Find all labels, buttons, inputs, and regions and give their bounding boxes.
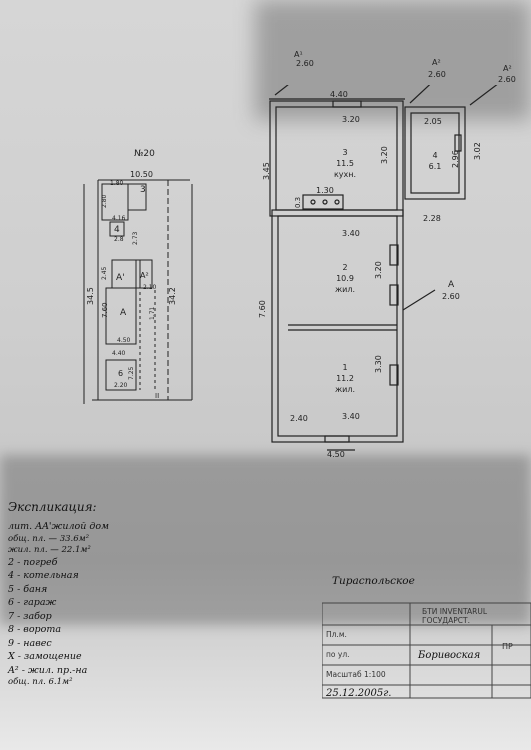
- stamp-row1-label: Пл.м.: [326, 630, 347, 639]
- dim-top: 4.40: [330, 90, 348, 99]
- room-2-kind: жил.: [334, 285, 356, 294]
- stamp-date: 25.12.2005г.: [326, 688, 392, 699]
- site-roman-mark: II: [155, 392, 160, 400]
- dim-kitchen-h: 3.20: [380, 146, 389, 164]
- room-1-number: 1: [342, 363, 348, 372]
- callout-a2b-value: 2.60: [498, 75, 516, 84]
- dim-left: 7.60: [258, 300, 267, 318]
- legend-heading: Экспликация:: [8, 500, 97, 514]
- site-dim-3: 2.73: [132, 231, 139, 245]
- site-dim-5: 7.60: [101, 302, 109, 318]
- callout-a-value: 2.60: [442, 292, 460, 301]
- site-dim-left: 34.5: [86, 287, 95, 305]
- legend-line: 8 - ворота: [8, 624, 62, 635]
- stamp-side-label: ПР: [502, 642, 513, 651]
- site-dim-0: 1.80: [110, 180, 124, 187]
- legend-line: общ. пл. — 33.6м²: [8, 533, 90, 544]
- dim-left-upper: 3.45: [262, 162, 271, 180]
- site-dim-right: 34.2: [168, 287, 177, 305]
- callout-a2-name: A²: [432, 58, 441, 67]
- room-3-number: 3: [342, 148, 348, 157]
- dim-annex-outer: 3.02: [473, 142, 482, 160]
- legend-line: лит. AA'жилой дом: [8, 521, 109, 532]
- site-dim-10: 1.71: [149, 306, 156, 320]
- dim-room1-w: 3.40: [342, 412, 360, 421]
- site-dim-7: 4.40: [112, 350, 126, 357]
- callout-a1-value: 2.60: [296, 59, 314, 68]
- room-2: 2 10.9 жил.: [320, 262, 370, 295]
- site-plan-number: №20: [134, 149, 155, 159]
- room-3-kind: кухн.: [333, 170, 357, 179]
- legend-line: 7 - забор: [8, 610, 52, 622]
- legend-line: 2 - погреб: [8, 556, 58, 568]
- title-block-stamp: Тираспольское БТИ INVENTARUL ГОСУДАРСТ. …: [322, 575, 531, 702]
- site-dim-6: 4.50: [117, 337, 131, 344]
- callout-a2-value: 2.60: [428, 70, 446, 79]
- site-dim-1: 2.80: [101, 194, 108, 208]
- legend-line: 6 - гараж: [8, 597, 57, 608]
- dim-room2-w: 3.40: [342, 229, 360, 238]
- legend-line: 5 - баня: [8, 583, 48, 595]
- dim-room1-left: 2.40: [290, 414, 308, 423]
- room-3: 3 11.5 кухн.: [325, 147, 365, 180]
- dim-stove-w: 1.30: [316, 186, 334, 195]
- room-4: 4 6.1: [415, 150, 455, 172]
- site-label-6: 6: [118, 369, 123, 378]
- room-1-kind: жил.: [334, 385, 356, 394]
- callout-a-name: A: [448, 280, 455, 290]
- dim-bottom: 4.50: [327, 450, 345, 459]
- site-box-code-1: 2.8: [114, 236, 124, 243]
- dim-annex-bottom: 2.28: [423, 214, 441, 223]
- dim-room2-h: 3.20: [374, 261, 383, 279]
- site-box-code-2: 2.20: [114, 382, 128, 389]
- room-1: 1 11.2 жил.: [320, 362, 370, 395]
- site-dim-2: 4.16: [112, 215, 126, 222]
- room-4-area: 6.1: [428, 162, 442, 171]
- explication-legend: Экспликация: лит. AA'жилой дом общ. пл. …: [8, 500, 208, 688]
- stamp-frame: [322, 602, 531, 699]
- legend-line: 9 - навес: [8, 637, 52, 649]
- stamp-org-line2: БТИ INVENTARUL: [422, 607, 488, 616]
- site-label-3: 3: [140, 185, 146, 195]
- site-plan-drawing: 3 4 A' A² A 6: [83, 179, 193, 404]
- site-dim-4: 2.45: [101, 266, 108, 280]
- dim-annex-w: 2.05: [424, 117, 442, 126]
- dim-room1-h: 3.30: [374, 355, 383, 373]
- callout-a2b-name: A²: [503, 64, 512, 73]
- site-label-a2: A²: [140, 271, 149, 280]
- legend-line: общ. пл. 6.1м²: [8, 677, 73, 687]
- room-3-area: 11.5: [336, 159, 354, 168]
- site-label-a1: A': [116, 273, 125, 283]
- site-dim-9: 7.25: [128, 366, 135, 380]
- room-4-number: 4: [432, 151, 438, 160]
- room-1-area: 11.2: [336, 374, 354, 383]
- dim-stove-h: 0.3: [294, 196, 302, 208]
- room-2-number: 2: [342, 263, 348, 272]
- stamp-row2-label: по ул.: [326, 650, 350, 659]
- site-label-a: A: [120, 308, 127, 318]
- legend-line: X - замощение: [8, 651, 82, 662]
- floor-plan-drawing: [269, 85, 498, 451]
- stamp-org-line3: ГОСУДАРСТ.: [422, 616, 470, 625]
- legend-line: 4 - котельная: [8, 570, 79, 581]
- stamp-row3-value: Боривоская: [418, 650, 481, 661]
- site-dim-8: 2.10: [143, 284, 157, 291]
- site-dim-top: 10.50: [130, 170, 153, 179]
- callout-a1-name: A¹: [294, 50, 303, 59]
- site-label-4: 4: [114, 225, 120, 235]
- dim-kitchen-w: 3.20: [342, 115, 360, 124]
- room-2-area: 10.9: [336, 274, 354, 283]
- stamp-organization: Тираспольское: [332, 575, 415, 587]
- shadow-top-right: [255, 0, 531, 120]
- shadow-band: [0, 455, 531, 625]
- stamp-row3-label: Масштаб 1:100: [326, 670, 386, 679]
- legend-line: жил. пл. — 22.1м²: [8, 544, 91, 555]
- legend-line: A² - жил. пр.-на: [8, 664, 88, 676]
